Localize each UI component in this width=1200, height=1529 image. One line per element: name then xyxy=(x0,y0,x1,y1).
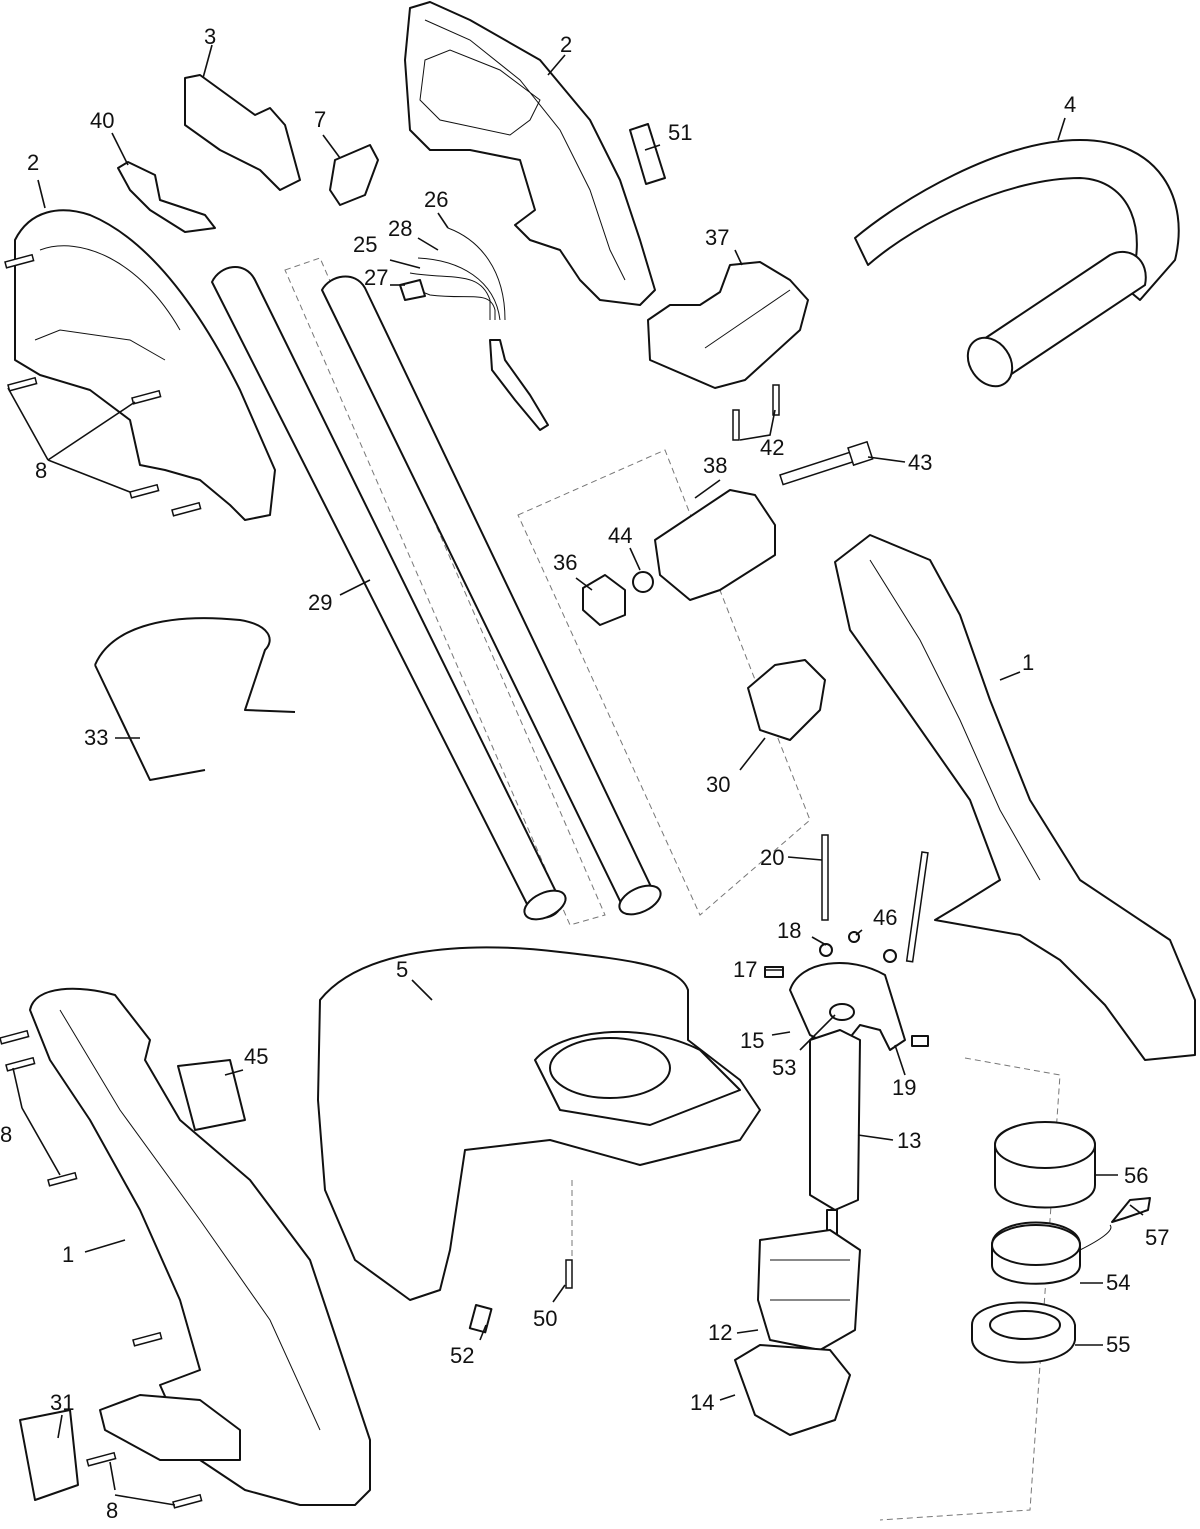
part-36-knob xyxy=(582,574,626,626)
part-3 xyxy=(184,74,301,191)
callout-36: 36 xyxy=(553,550,577,575)
part-18-spring xyxy=(819,943,833,957)
part-7-switch xyxy=(329,144,379,206)
callout-43: 43 xyxy=(908,450,932,475)
part-55-cap xyxy=(971,1301,1076,1364)
part-50-screw xyxy=(565,1259,573,1289)
callout-46: 46 xyxy=(873,905,897,930)
part-31-label xyxy=(19,1409,79,1501)
callout-7: 7 xyxy=(314,107,326,132)
part-12-field xyxy=(757,1229,861,1351)
screws-group-42 xyxy=(732,384,780,441)
callout-18: 18 xyxy=(777,918,801,943)
callout-5: 5 xyxy=(396,957,408,982)
callout-2-left: 2 xyxy=(27,150,39,175)
callout-19: 19 xyxy=(892,1075,916,1100)
part-33-wire-guard xyxy=(94,617,296,781)
part-52-clip xyxy=(468,1304,493,1334)
callout-45: 45 xyxy=(244,1044,268,1069)
callout-4: 4 xyxy=(1064,92,1076,117)
callout-28: 28 xyxy=(388,216,412,241)
callout-29: 29 xyxy=(308,590,332,615)
part-56-spool-housing xyxy=(994,1121,1096,1209)
part-44-nut xyxy=(632,571,654,593)
part-54-spool xyxy=(991,1221,1112,1285)
callout-31: 31 xyxy=(50,1390,74,1415)
part-17-brush xyxy=(764,966,784,978)
callout-53: 53 xyxy=(772,1055,796,1080)
callout-1-left: 1 xyxy=(62,1242,74,1267)
callout-13: 13 xyxy=(897,1128,921,1153)
part-13-armature xyxy=(809,1029,861,1251)
callout-26: 26 xyxy=(424,187,448,212)
callout-12: 12 xyxy=(708,1320,732,1345)
part-handle-half-top xyxy=(404,1,656,306)
callout-15: 15 xyxy=(740,1028,764,1053)
callout-42: 42 xyxy=(760,435,784,460)
callout-38: 38 xyxy=(703,453,727,478)
callout-1-right: 1 xyxy=(1022,650,1034,675)
callout-20: 20 xyxy=(760,845,784,870)
callout-52: 52 xyxy=(450,1343,474,1368)
callout-54: 54 xyxy=(1106,1270,1130,1295)
callout-17: 17 xyxy=(733,957,757,982)
callout-50: 50 xyxy=(533,1306,557,1331)
callout-40: 40 xyxy=(90,108,114,133)
callout-44: 44 xyxy=(608,523,632,548)
callout-25: 25 xyxy=(353,232,377,257)
part-40-switch-lever xyxy=(117,161,216,233)
part-auxiliary-handle xyxy=(854,139,1180,388)
part-45-label xyxy=(177,1059,246,1131)
part-1-housing-left xyxy=(29,987,371,1506)
callout-30: 30 xyxy=(706,772,730,797)
callout-51: 51 xyxy=(668,120,692,145)
callout-8-upper: 8 xyxy=(35,458,47,483)
part-37-switch-cover xyxy=(647,261,809,389)
callout-37: 37 xyxy=(705,225,729,250)
part-20-screw xyxy=(821,834,829,921)
callout-8-lower: 8 xyxy=(0,1122,12,1147)
part-5-guard xyxy=(317,946,761,1301)
callout-57: 57 xyxy=(1145,1225,1169,1250)
part-18-spring-second xyxy=(883,949,897,963)
screws-group-8-lower xyxy=(0,1029,203,1509)
part-20-screw-second xyxy=(905,851,929,963)
part-30-mount xyxy=(747,659,826,741)
part-label-51 xyxy=(629,123,666,185)
part-38-clamp xyxy=(654,489,776,601)
callout-14: 14 xyxy=(690,1390,714,1415)
callout-8-bottom: 8 xyxy=(106,1498,118,1523)
part-17-brush-second xyxy=(911,1035,929,1047)
part-29-shaft-tubes xyxy=(211,257,811,926)
callout-27: 27 xyxy=(364,265,388,290)
callout-3: 3 xyxy=(204,24,216,49)
callout-2-top: 2 xyxy=(560,32,572,57)
part-53-bearing xyxy=(829,1003,855,1021)
part-14-end-bracket xyxy=(734,1344,851,1436)
leader-lines xyxy=(7,44,1144,1506)
part-43-bolt xyxy=(779,440,874,486)
part-1-housing-right xyxy=(834,534,1196,1061)
part-handle-half-left xyxy=(14,209,276,521)
callout-33: 33 xyxy=(84,725,108,750)
part-wires-harness xyxy=(399,227,549,431)
callout-55: 55 xyxy=(1106,1332,1130,1357)
screws-group-8-upper xyxy=(4,253,202,517)
part-57-line-clip xyxy=(1111,1197,1151,1223)
callout-56: 56 xyxy=(1124,1163,1148,1188)
